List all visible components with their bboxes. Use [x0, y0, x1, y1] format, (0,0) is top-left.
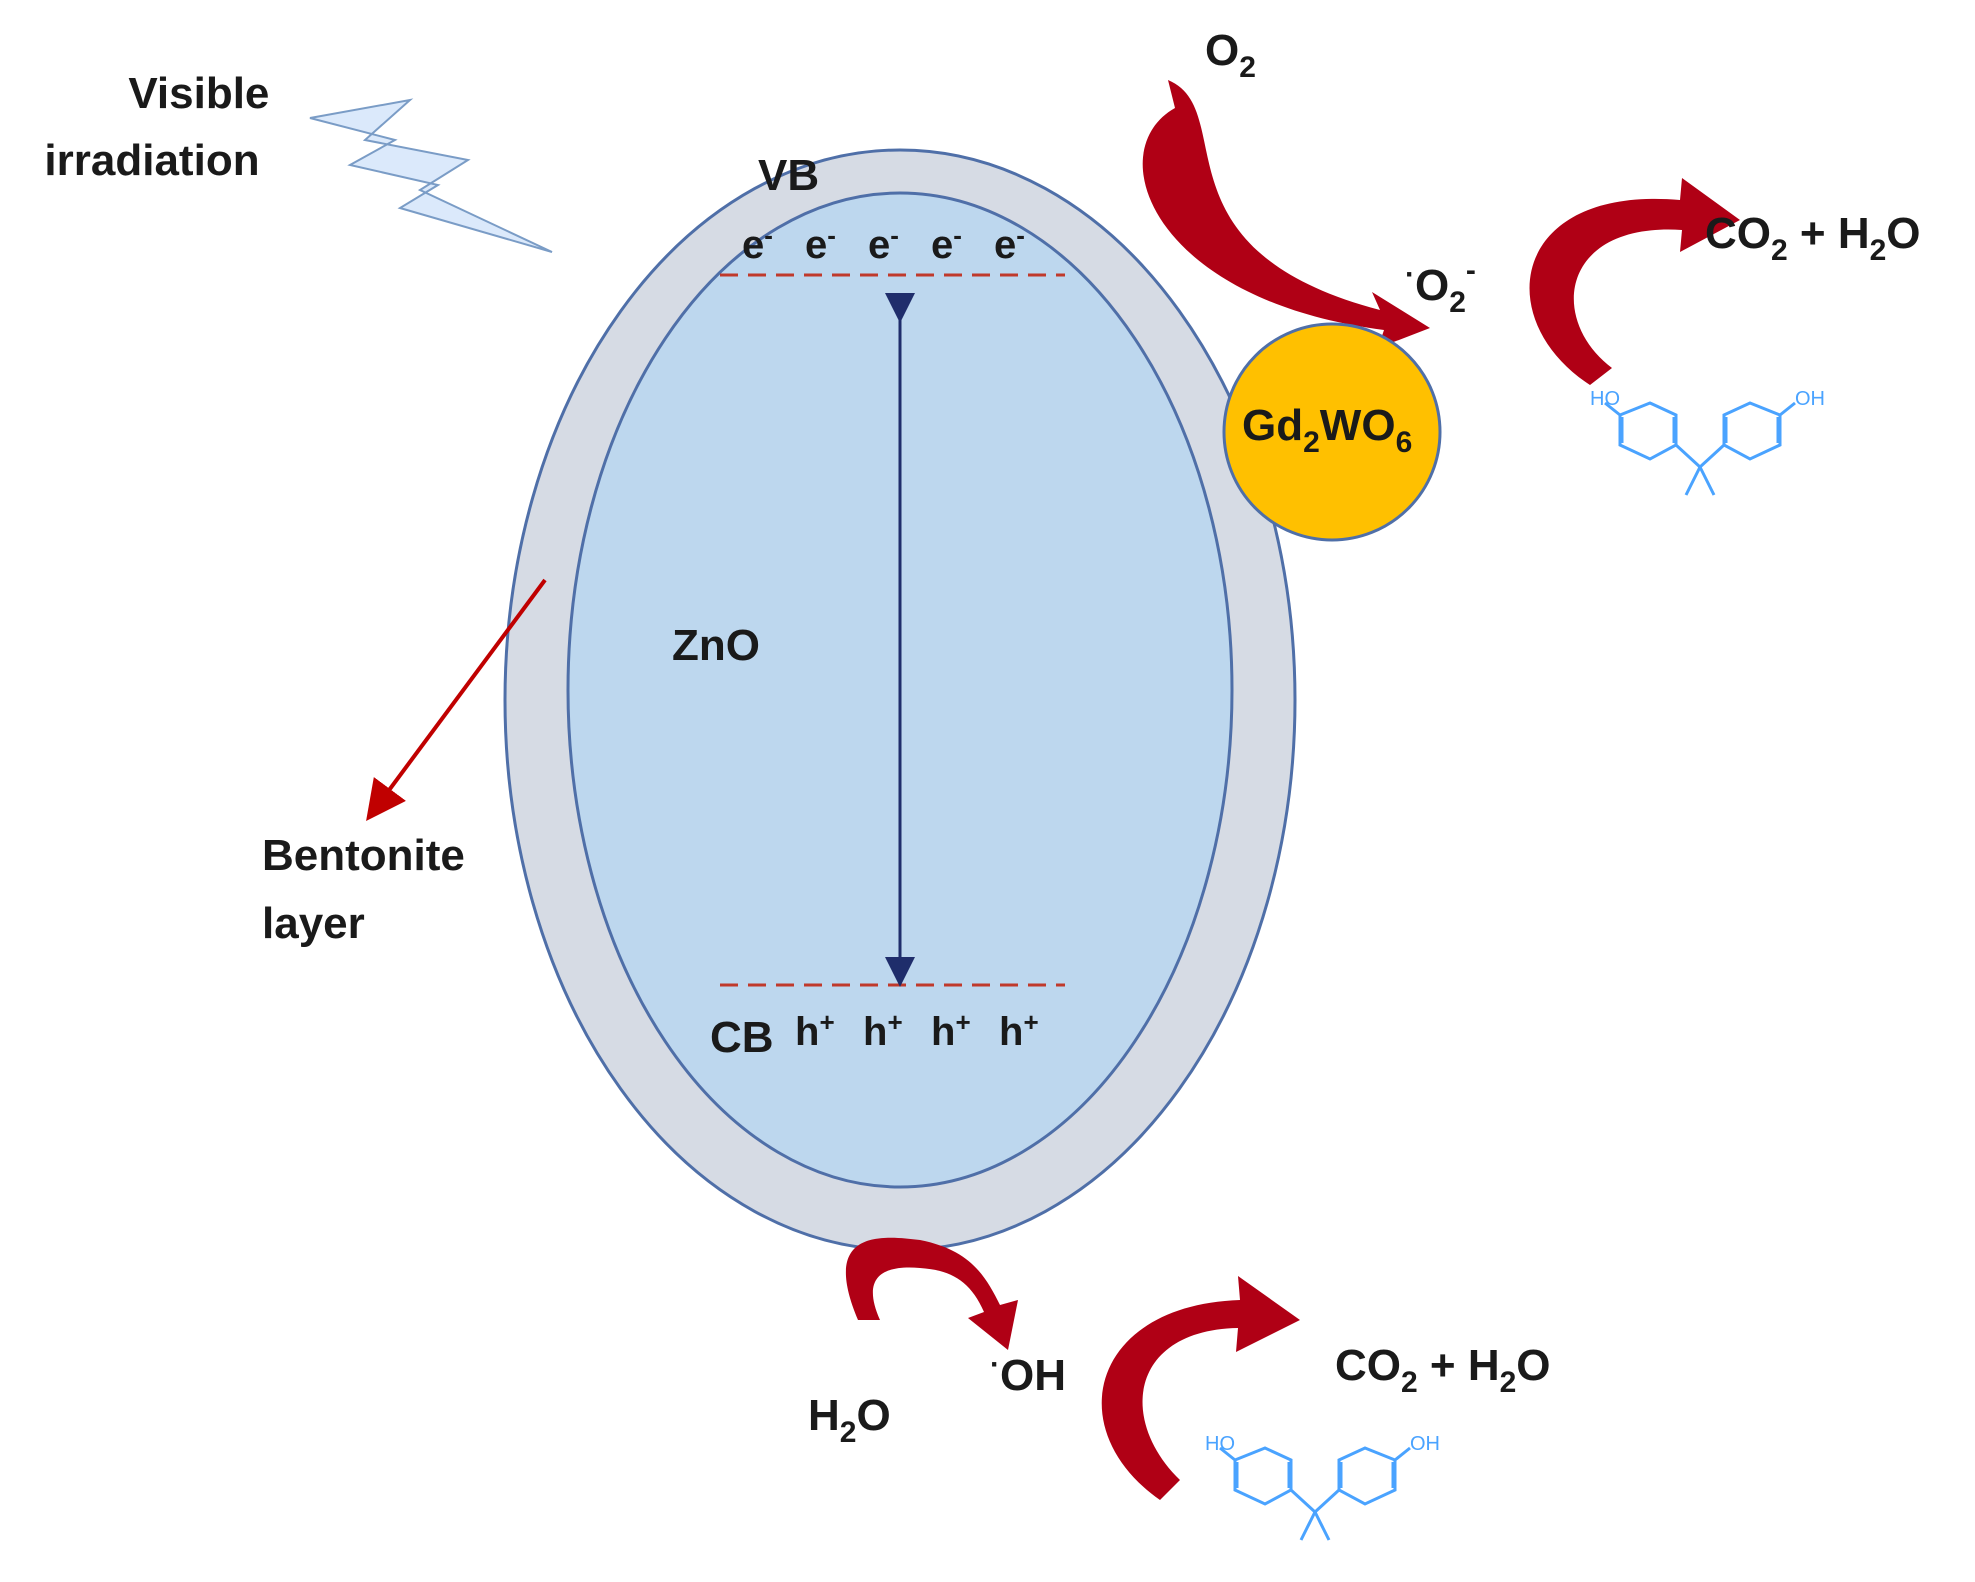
- electron-symbol: e-: [994, 220, 1025, 267]
- visible-irradiation-label: Visible irradiation: [44, 69, 281, 185]
- gd2wo6-particle: [1222, 322, 1442, 542]
- superoxide-label: ·O2-: [1405, 254, 1476, 319]
- electron-symbol: e-: [931, 220, 962, 267]
- electron-symbol: e-: [868, 220, 899, 267]
- electron-row: e-e-e-e-e-: [742, 220, 1025, 267]
- gd2wo6-label: Gd2WO6: [1242, 401, 1412, 459]
- bottom-degradation-arrow: [1101, 1276, 1300, 1500]
- top-products-label: CO2 + H2O: [1705, 209, 1921, 267]
- svg-text:OH: OH: [1410, 1433, 1440, 1455]
- svg-text:HO: HO: [1590, 388, 1620, 410]
- electron-symbol: e-: [805, 220, 836, 267]
- bisphenol-molecule-top: HO OH: [1590, 388, 1825, 496]
- hole-symbol: h+: [863, 1007, 903, 1054]
- hole-row: h+ h+ h+ h+: [795, 1007, 1039, 1054]
- h2o-label: H2O: [808, 1391, 891, 1449]
- svg-text:HO: HO: [1205, 1433, 1235, 1455]
- bisphenol-molecule-bottom: HO OH: [1205, 1433, 1440, 1541]
- bentonite-pointer-arrow: [366, 578, 547, 822]
- top-degradation-arrow: [1529, 178, 1740, 385]
- vb-label: VB: [758, 151, 819, 200]
- o2-label: O2: [1205, 26, 1256, 84]
- hole-symbol: h+: [999, 1007, 1039, 1054]
- hole-symbol: h+: [795, 1007, 835, 1054]
- o2-to-superoxide-arrow: [1142, 80, 1430, 348]
- hydroxyl-label: ·OH: [990, 1348, 1066, 1400]
- zno-label: ZnO: [672, 621, 760, 670]
- electron-symbol: e-: [742, 220, 773, 267]
- cb-label: CB: [710, 1013, 774, 1062]
- bentonite-layer-label: Bentonite layer: [262, 831, 477, 948]
- lightning-bolt-icon: [309, 98, 553, 253]
- hole-symbol: h+: [931, 1007, 971, 1054]
- bottom-products-label: CO2 + H2O: [1335, 1341, 1551, 1399]
- h2o-to-hydroxyl-arrow: [845, 1237, 1018, 1350]
- svg-text:OH: OH: [1795, 388, 1825, 410]
